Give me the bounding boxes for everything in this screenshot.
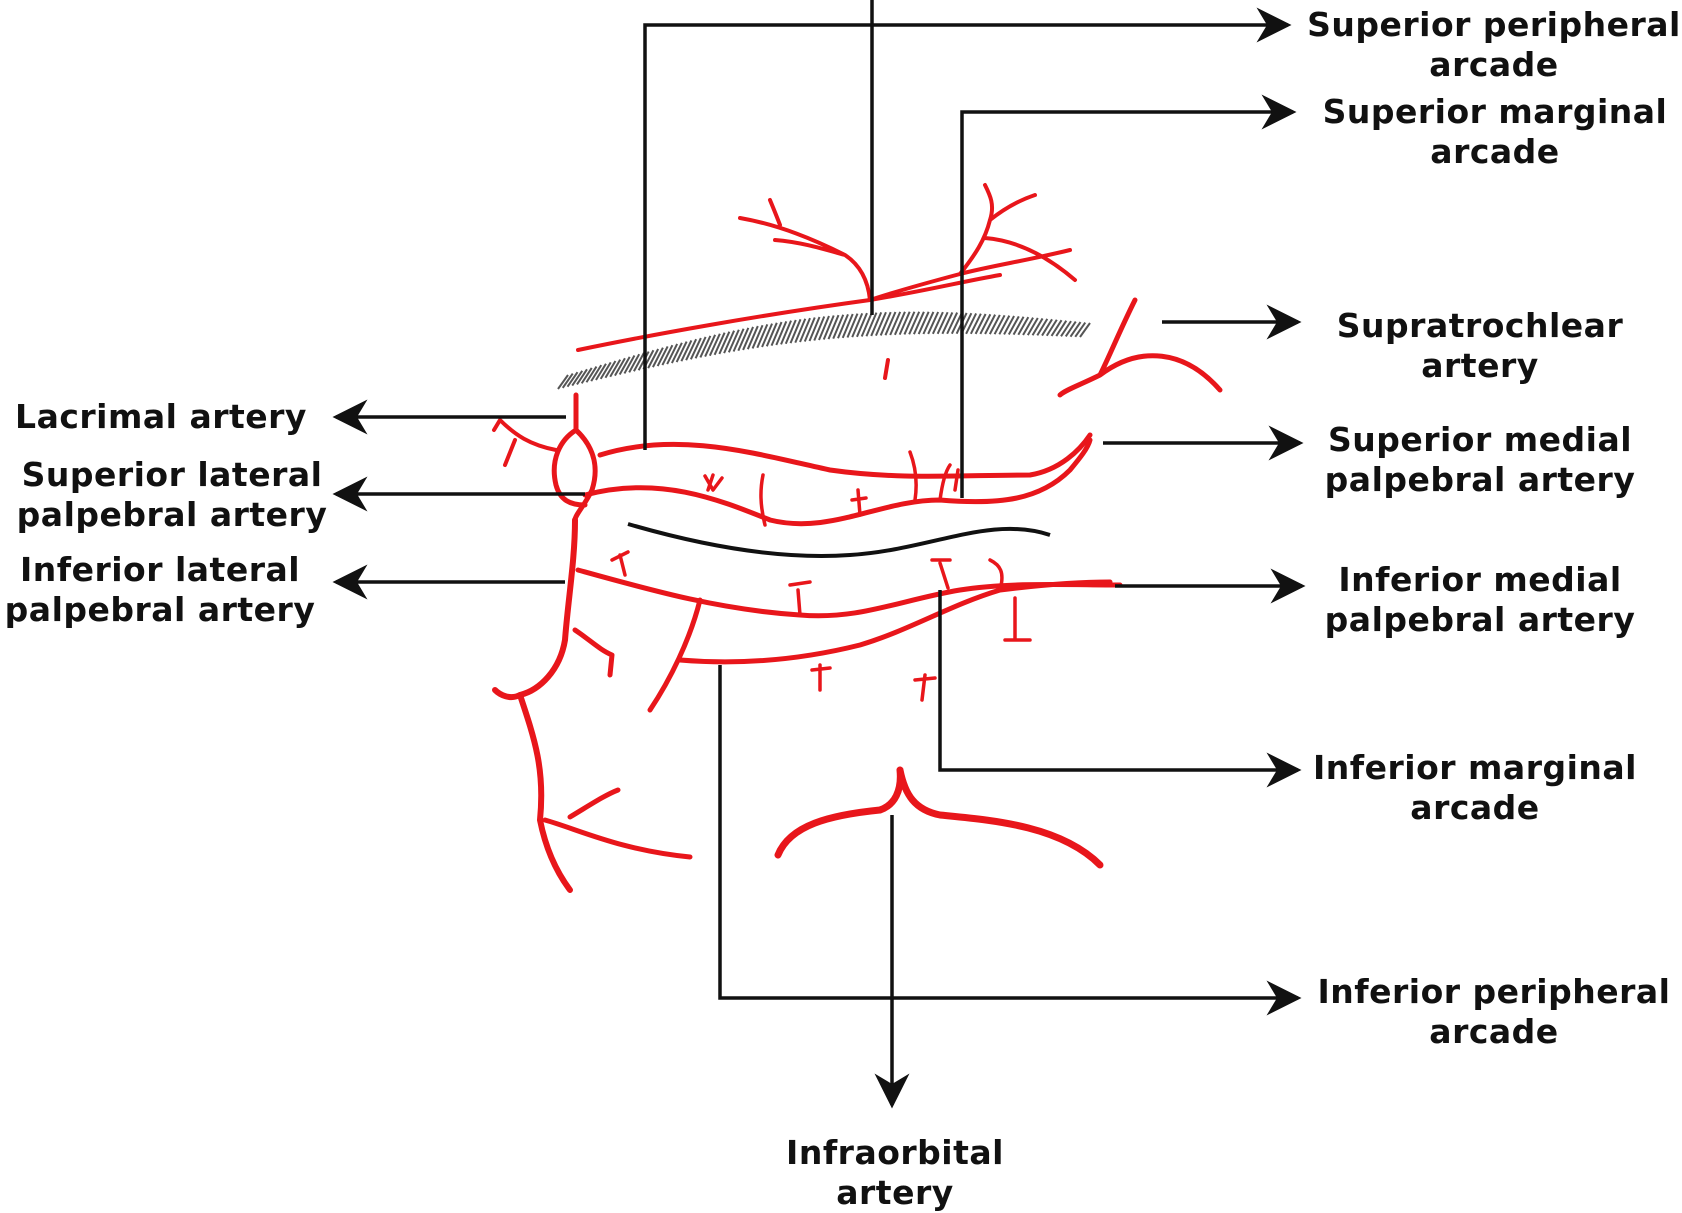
eyebrow-hair — [971, 314, 981, 334]
eyebrow-hair — [1004, 316, 1014, 334]
eyebrow-hair — [881, 312, 891, 335]
eyebrow-hair — [895, 312, 905, 335]
eyebrow-hair — [928, 312, 938, 334]
label-superior-peripheral-arcade: Superior peripheral arcade — [1306, 5, 1682, 85]
superior-peripheral-arcade-vessel — [600, 435, 1090, 476]
eyebrow-hair — [1023, 318, 1033, 335]
eyebrow-hair — [919, 312, 929, 334]
label-superior-marginal-arcade: Superior marginal arcade — [1310, 92, 1680, 172]
eyebrow-hair — [866, 313, 876, 337]
eyelid-margin — [628, 524, 1050, 556]
eyebrow-hair — [857, 313, 867, 337]
upper-left-branch — [740, 200, 870, 300]
lacrimal-twig — [494, 420, 556, 465]
label-inferior-peripheral-arcade: Inferior peripheral arcade — [1306, 972, 1682, 1052]
eyebrow-hair — [847, 314, 857, 338]
leader-superior-marginal-arcade — [962, 112, 1293, 498]
inferior-peripheral-arcade-vessel — [680, 582, 1110, 662]
eyebrow-hair — [1080, 323, 1090, 337]
eyebrow-hair — [980, 314, 990, 334]
brow-stub — [885, 360, 888, 378]
lateral-side-branches — [545, 600, 700, 857]
eyebrow-hair — [1075, 323, 1085, 337]
eyebrow-hair — [985, 315, 995, 334]
eyebrow-hair — [1033, 318, 1043, 335]
eyebrow-hair — [1056, 321, 1066, 336]
label-lacrimal-artery: Lacrimal artery — [2, 397, 320, 437]
eyebrow-hair — [876, 312, 886, 335]
leader-inferior-marginal-arcade — [940, 590, 1298, 770]
eyebrow-hair — [1014, 317, 1024, 335]
label-supratrochlear-artery: Supratrochlear artery — [1315, 306, 1645, 386]
artery-network — [494, 185, 1220, 890]
eyebrow-hair — [1052, 320, 1062, 336]
superior-marginal-arcade-vessel — [585, 440, 1090, 524]
supraorbital-branch — [578, 275, 1000, 350]
label-superior-lateral-palpebral-artery: Superior lateral palpebral artery — [2, 455, 342, 535]
eyebrow-hair — [942, 312, 952, 333]
label-inferior-medial-palpebral-artery: Inferior medial palpebral artery — [1305, 560, 1655, 640]
eyebrow-hair — [1009, 316, 1019, 334]
eyebrow-hair — [1018, 317, 1028, 335]
leader-inferior-peripheral-arcade — [720, 665, 1298, 998]
leader-superior-peripheral-arcade — [645, 25, 1288, 450]
eyebrow-hair — [1028, 318, 1038, 335]
eyebrow-hair — [1066, 322, 1076, 337]
eyebrow-hair — [852, 313, 862, 337]
eyebrow-hair — [923, 312, 933, 334]
lower-lid-twigs — [612, 552, 1030, 700]
eyebrow-hair — [1061, 321, 1071, 336]
eyebrow-hair — [933, 312, 943, 334]
leader-lines — [336, 0, 1302, 1105]
upper-right-branch — [870, 185, 1075, 300]
eyebrow-hair — [966, 313, 976, 333]
eyebrow-hair — [976, 314, 986, 334]
supratrochlear-artery-vessel — [1060, 300, 1220, 395]
inferior-marginal-arcade-vessel — [578, 570, 1120, 616]
eyebrow-hair — [909, 312, 919, 335]
eyebrow — [558, 312, 1090, 389]
eyebrow-hair — [938, 312, 948, 334]
eyebrow-hair — [1071, 322, 1081, 337]
label-infraorbital-artery: Infraorbital artery — [770, 1133, 1020, 1213]
eyebrow-hair — [871, 312, 881, 336]
lateral-lower-branch — [520, 695, 570, 890]
eyebrow-hair — [947, 313, 957, 334]
eyebrow-hair — [990, 315, 1000, 334]
upper-lid-twigs — [705, 452, 958, 525]
label-superior-medial-palpebral-artery: Superior medial palpebral artery — [1305, 420, 1655, 500]
label-inferior-lateral-palpebral-artery: Inferior lateral palpebral artery — [0, 550, 320, 630]
eyebrow-hair — [843, 314, 853, 338]
eyebrow-hair — [900, 312, 910, 335]
eyebrow-hair — [1037, 319, 1047, 336]
lacrimal-artery-vessel — [554, 395, 595, 520]
eyebrow-hair — [914, 312, 924, 334]
lateral-descending-trunk — [495, 520, 575, 697]
eyebrow-hair — [862, 313, 872, 337]
eyebrow-hair — [890, 312, 900, 335]
eyebrow-hair — [995, 315, 1005, 334]
eyebrow-hair — [904, 312, 914, 335]
eyebrow-hair — [999, 316, 1009, 335]
eyebrow-hair — [885, 312, 895, 335]
eyebrow-hair — [1042, 319, 1052, 335]
eyebrow-hair — [1047, 320, 1057, 336]
label-inferior-marginal-arcade: Inferior marginal arcade — [1300, 748, 1650, 828]
infraorbital-artery-vessel — [778, 770, 1100, 865]
